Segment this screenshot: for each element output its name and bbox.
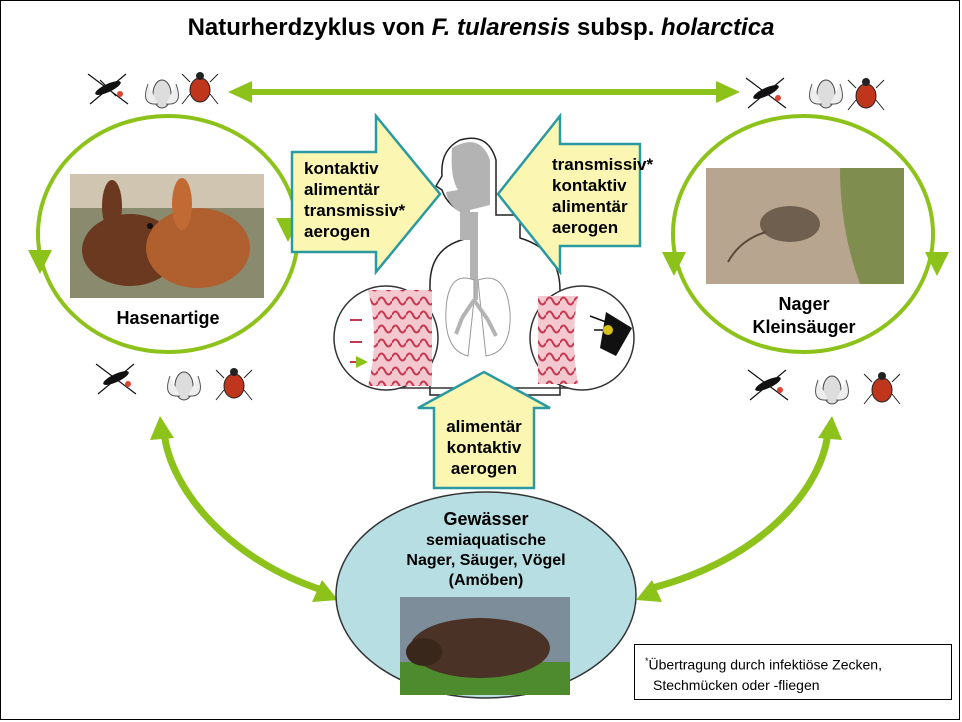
mosquito-icon [747, 369, 789, 401]
right-route-item: kontaktiv [552, 176, 627, 195]
left-route-item: kontaktiv [304, 159, 379, 178]
skin-contact-zoom [333, 285, 439, 391]
water-label-line2: semiaquatische [425, 531, 547, 549]
insect-bite-zoom [529, 285, 635, 391]
footnote-line1: *Übertragung durch infektiöse Zecken, [645, 656, 882, 673]
mosquito-icon [87, 73, 129, 105]
footnote-line2: Stechmücken oder -fliegen [653, 676, 820, 693]
mosquito-icon [745, 77, 787, 109]
water-label-line3: Nager, Säuger, Vögel [406, 551, 566, 569]
left-route-text: kontaktiv alimentär transmissiv* aerogen [304, 158, 405, 242]
vector-icons-bottom-right [747, 369, 901, 405]
rodents-label: Nager Kleinsäuger [706, 293, 902, 338]
left-route-item: aerogen [304, 222, 371, 241]
right-curved-arrow [636, 416, 842, 602]
tick-icon [847, 78, 885, 111]
bottom-route-item: aerogen [450, 459, 518, 478]
vector-icons-top-right [745, 77, 885, 111]
vector-icons-top-left [87, 72, 219, 109]
bottom-route-arrow [417, 370, 551, 490]
tick-icon [181, 72, 219, 105]
left-route-arrow [290, 112, 442, 276]
right-route-item: alimentär [552, 197, 628, 216]
top-double-arrow [228, 81, 740, 103]
hares-label: Hasenartige [116, 308, 220, 328]
water-label-line4: (Amöben) [448, 571, 524, 589]
right-route-item: aerogen [552, 218, 619, 237]
right-route-item: transmissiv* [552, 155, 654, 174]
fly-icon [809, 79, 843, 109]
fly-icon [167, 371, 201, 401]
vector-icons-bottom-left [95, 363, 253, 401]
tick-icon [863, 372, 901, 405]
rodents-label-line2: Kleinsäuger [752, 316, 856, 337]
left-route-item: alimentär [304, 180, 380, 199]
mosquito-icon [95, 363, 137, 395]
right-route-text: transmissiv* kontaktiv alimentär aerogen [552, 154, 653, 238]
beaver-photo [400, 597, 570, 695]
right-route-arrow [496, 112, 642, 276]
mouse-photo [706, 168, 904, 284]
left-curved-arrow [150, 416, 338, 602]
bottom-route-item: alimentär [446, 417, 522, 436]
rabbits-photo [70, 174, 264, 298]
rodents-label-line1: Nager [778, 294, 830, 314]
left-route-item: transmissiv* [304, 201, 406, 220]
tick-icon [215, 368, 253, 401]
water-label-line1: Gewässer [443, 509, 529, 529]
human-body-diagram [380, 137, 590, 396]
page-title: Naturherdzyklus von F. tularensis subsp.… [187, 14, 775, 41]
fly-icon [815, 375, 849, 405]
fly-icon [145, 79, 179, 109]
footnote-marker: * [645, 656, 649, 666]
bottom-route-item: kontaktiv [446, 438, 522, 457]
water-label: Gewässer semiaquatische Nager, Säuger, V… [376, 508, 596, 591]
footnote-box: *Übertragung durch infektiöse Zecken, St… [634, 644, 952, 700]
bottom-route-text: alimentär kontaktiv aerogen [436, 416, 532, 479]
